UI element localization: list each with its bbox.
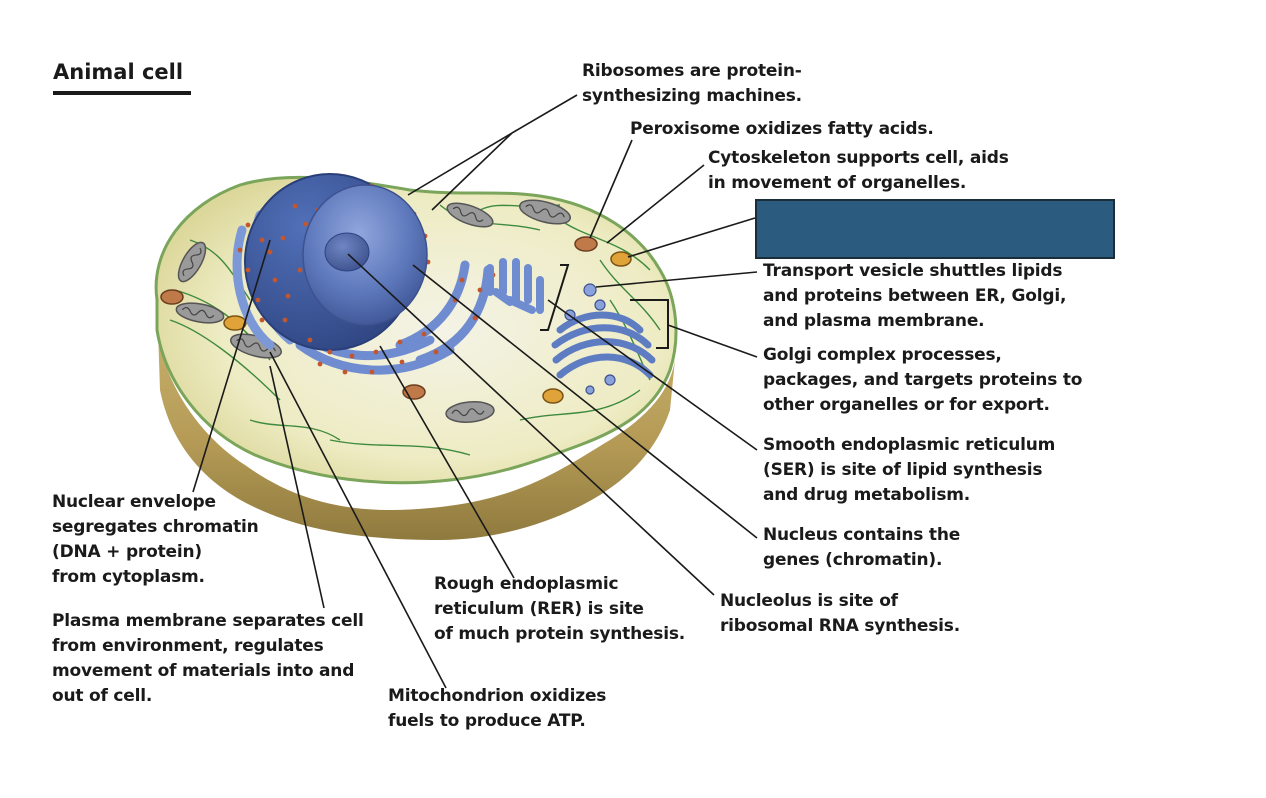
hidden-label-box [755, 199, 1115, 259]
label-nucleus: Nucleus contains the genes (chromatin). [763, 525, 961, 570]
lysosomes [223, 251, 632, 404]
page-title: Animal cell [53, 60, 184, 84]
label-nucleolus: Nucleolus is site of ribosomal RNA synth… [720, 591, 960, 636]
label-mitochondrion: Mitochondrion oxidizes fuels to produce … [388, 686, 607, 731]
label-peroxisome: Peroxisome oxidizes fatty acids. [630, 119, 934, 139]
label-ribosomes: Ribosomes are protein- synthesizing mach… [582, 61, 802, 106]
nucleolus [324, 232, 370, 272]
smooth-er [486, 258, 544, 314]
label-transport-vesicle: Transport vesicle shuttles lipids and pr… [763, 261, 1067, 331]
cell-side-wall [156, 300, 675, 540]
label-golgi: Golgi complex processes, packages, and t… [763, 345, 1083, 415]
label-nuclear-envelope: Nuclear envelope segregates chromatin (D… [52, 492, 259, 587]
label-cytoskeleton: Cytoskeleton supports cell, aids in move… [708, 148, 1009, 193]
peroxisomes [160, 236, 598, 400]
label-plasma-membrane: Plasma membrane separates cell from envi… [52, 611, 364, 706]
label-ser: Smooth endoplasmic reticulum (SER) is si… [763, 435, 1056, 505]
golgi-bracket [630, 299, 669, 349]
title-underline [53, 91, 191, 95]
label-rer: Rough endoplasmic reticulum (RER) is sit… [434, 574, 686, 644]
ser-bracket [540, 264, 570, 331]
leader-lines [192, 94, 758, 689]
